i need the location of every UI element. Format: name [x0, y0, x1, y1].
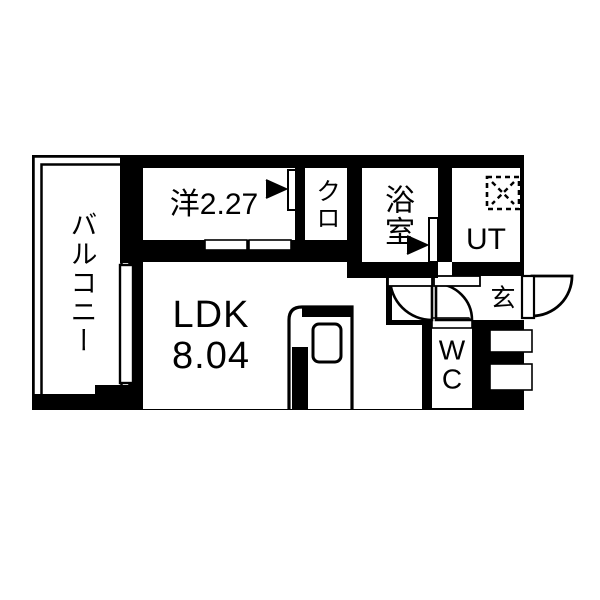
room-label-utility: UT	[466, 223, 506, 256]
room-label-ldk-area: 8.04	[172, 335, 250, 377]
toilet-label-line-1: W	[438, 334, 466, 366]
toilet-door-swing	[433, 275, 481, 322]
room-label-bedroom: 洋2.27	[169, 188, 259, 221]
room-label-ldk-name: LDK	[172, 294, 250, 336]
bedroom-sliding-door	[265, 169, 298, 211]
room-label-balcony: バルコニー	[66, 210, 97, 356]
room-entrance	[483, 276, 524, 320]
shoe-cabinet	[489, 329, 533, 391]
room-label-bathroom: 浴室	[380, 184, 413, 248]
room-balcony	[32, 155, 132, 410]
room-label-closet: クロ	[312, 178, 341, 232]
room-ldk	[143, 262, 428, 409]
toilet-label-line-2: C	[441, 364, 463, 395]
room-closet	[305, 168, 347, 240]
room-bedroom	[143, 168, 295, 240]
bedroom-closet-sliding-doors	[204, 239, 292, 251]
entrance-door-swing	[520, 274, 574, 320]
wall-details	[295, 155, 524, 410]
room-label-entrance: 玄	[490, 284, 516, 313]
washing-machine-space-icon	[485, 175, 521, 211]
ldk-balcony-window	[118, 263, 135, 385]
room-bathroom	[362, 168, 438, 266]
kitchen-counter	[287, 305, 354, 409]
